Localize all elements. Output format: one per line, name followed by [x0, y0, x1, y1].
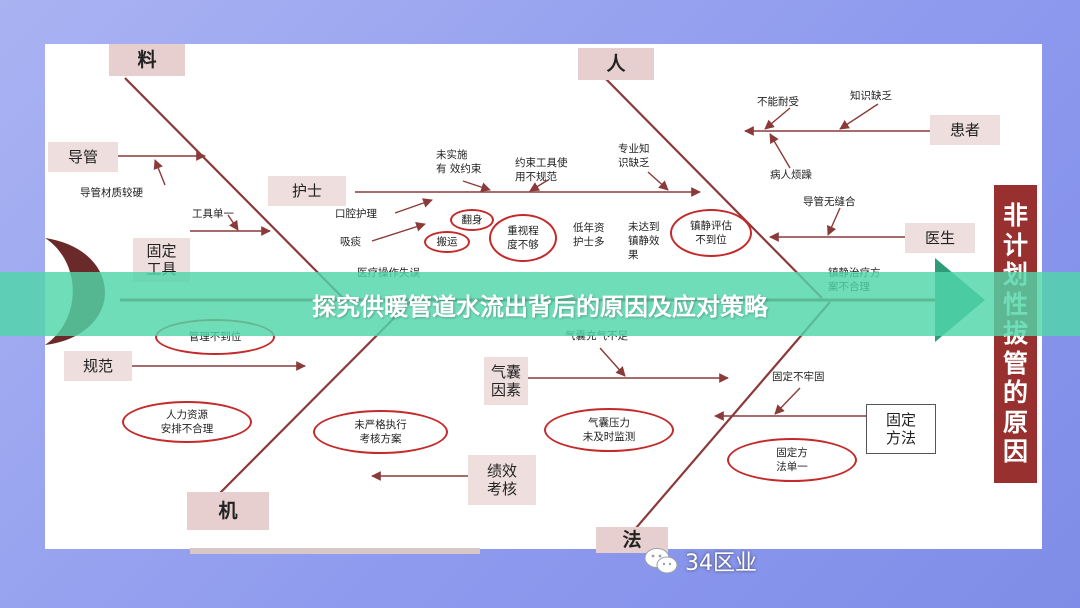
oval-not-strict: 未严格执行 考核方案	[313, 410, 448, 454]
title-banner: 探究供暖管道水流出背后的原因及应对策略	[0, 272, 1080, 336]
label-intolerance: 不能耐受	[757, 96, 799, 108]
cause-airbag-factor: 气囊 因素	[484, 357, 528, 405]
cause-performance: 绩效 考核	[468, 455, 536, 505]
arrow-tool-single	[227, 214, 239, 231]
bone-people	[604, 77, 823, 299]
arrow-fixation-unstable	[774, 387, 801, 415]
label-not-implemented: 未实施 有 效约束	[436, 149, 482, 176]
label-sedation-poor: 未达到 镇静效 果	[628, 221, 660, 262]
footer-strip	[190, 548, 480, 554]
arrow-lack-knowledge-nurse	[647, 171, 669, 191]
label-irritable: 病人烦躁	[770, 169, 812, 181]
category-machine: 机	[187, 492, 269, 530]
category-people: 人	[578, 48, 654, 80]
watermark-text: 34区业	[685, 551, 757, 576]
watermark: 34区业	[643, 541, 757, 581]
arrow-no-suture	[827, 207, 841, 236]
bone-material	[124, 77, 344, 299]
cause-nurse: 护士	[268, 176, 346, 206]
oval-single-method: 固定方 法单一	[727, 438, 857, 482]
label-no-suture: 导管无缝合	[803, 196, 856, 208]
oval-turn-over: 翻身	[450, 209, 494, 231]
label-catheter-hard: 导管材质较硬	[80, 187, 143, 199]
cause-patient: 患者	[930, 115, 1000, 145]
cause-catheter: 导管	[48, 142, 118, 172]
bone-method	[629, 301, 831, 536]
arrow-irritable	[769, 133, 791, 169]
label-young-nurse: 低年资 护士多	[573, 222, 605, 249]
arrow-intolerance	[764, 107, 791, 130]
cause-standard: 规范	[64, 351, 132, 381]
oval-transfer: 搬运	[424, 231, 470, 253]
label-tool-single: 工具单一	[192, 208, 234, 220]
cause-doctor: 医生	[905, 223, 975, 253]
label-lack-knowledge-nurse: 专业知 识缺乏	[618, 143, 650, 170]
cause-fixation-method: 固定 方法	[866, 404, 936, 454]
oval-airbag-pressure: 气囊压力 未及时监测	[544, 408, 674, 452]
category-material: 料	[109, 44, 185, 76]
oval-sedation-eval: 镇静评估 不到位	[670, 209, 752, 257]
arrow-restraint-tool	[529, 179, 549, 192]
oval-hr-alloc: 人力资源 安排不合理	[122, 401, 252, 443]
label-suction: 吸痰	[340, 236, 361, 248]
arrow-lack-knowledge	[839, 103, 879, 130]
label-oral-care: 口腔护理	[335, 208, 377, 220]
label-lack-knowledge: 知识缺乏	[850, 90, 892, 102]
arrow-suction	[371, 222, 426, 242]
label-fixation-unstable: 固定不牢固	[772, 371, 825, 383]
label-restraint-tool: 约束工具使 用不规范	[515, 157, 568, 184]
banner-title: 探究供暖管道水流出背后的原因及应对策略	[312, 292, 768, 321]
oval-not-valued: 重视程 度不够	[489, 214, 557, 262]
wechat-icon	[644, 548, 678, 574]
category-method: 法	[596, 527, 668, 553]
arrow-catheter-hard	[153, 159, 166, 186]
arrow-not-implemented	[462, 180, 491, 192]
arrow-airbag-pressure	[599, 347, 626, 377]
arrow-oral-care	[394, 198, 433, 214]
